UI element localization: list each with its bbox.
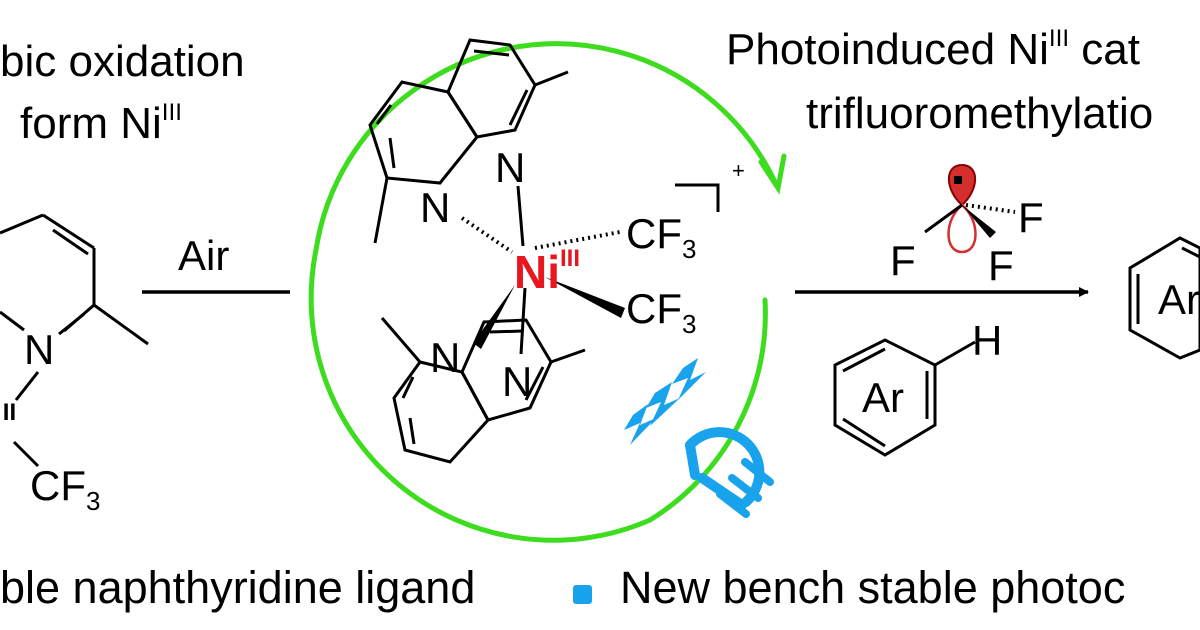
arene-substrate [833,338,976,457]
footer-right-text: New bench stable photoc [620,562,1126,613]
right-heading-prefix: Photoinduced Ni [726,25,1049,74]
cf3-lower: CF3 [626,285,696,339]
left-cf3: CF3 [30,462,100,516]
radical-dot [954,176,962,184]
upper-n-right: N [495,144,525,191]
radical-f-bottom: F [988,242,1014,289]
left-ni-oxidation: II [3,399,16,426]
central-ni-symbol: Ni [514,246,560,298]
right-heading-line2: trifluoromethylatio [806,89,1154,138]
wedge-bond-lower-n [473,285,515,349]
arene-ar: Ar [862,374,904,421]
lightning-icon [624,358,706,445]
upper-n-left: N [420,184,450,231]
cf3-upper-text: CF [626,210,682,257]
charge-plus: + [732,158,745,183]
footer-left-text: ble naphthyridine ligand [0,562,476,613]
left-ni-fragment: i [0,398,3,450]
left-ni-complex [0,213,149,468]
wedge-bond-cf3 [545,277,625,318]
lower-n-right: N [502,358,532,405]
left-cf-text: CF [30,462,86,509]
right-heading-suffix: cat [1069,25,1140,74]
lightbulb-icon [685,427,774,518]
radical-f-left: F [890,237,916,284]
right-heading-sup: III [1048,24,1070,52]
cf3-upper: CF3 [626,210,696,264]
left-ni-label: iII [0,398,16,450]
central-ni-label: NiIII [514,245,580,298]
catalytic-cycle-ring [308,41,787,543]
product-arene [1128,236,1200,360]
arene-h: H [972,317,1002,364]
right-heading-line1: Photoinduced NiIII cat [726,24,1140,74]
lower-n-left: N [430,334,460,381]
bullet-square-icon [573,585,592,604]
cf3-upper-sub: 3 [682,234,696,264]
left-cf-sub: 3 [86,486,100,516]
left-heading-prefix: form Ni [20,99,162,148]
left-heading-sup: III [161,98,182,126]
cf3-lower-text: CF [626,285,682,332]
cf3-lower-sub: 3 [682,309,696,339]
product-ar: Ar [1158,276,1200,323]
radical-f-right: F [1018,194,1044,241]
reagent-air: Air [178,232,229,279]
central-ni-oxidation: III [560,245,580,272]
central-ni-complex [368,38,720,464]
left-n-atom: N [24,326,54,373]
left-heading-line1: bic oxidation [0,37,245,86]
cf3-radical [924,163,1016,254]
left-heading-line2: form NiIII [20,98,182,148]
